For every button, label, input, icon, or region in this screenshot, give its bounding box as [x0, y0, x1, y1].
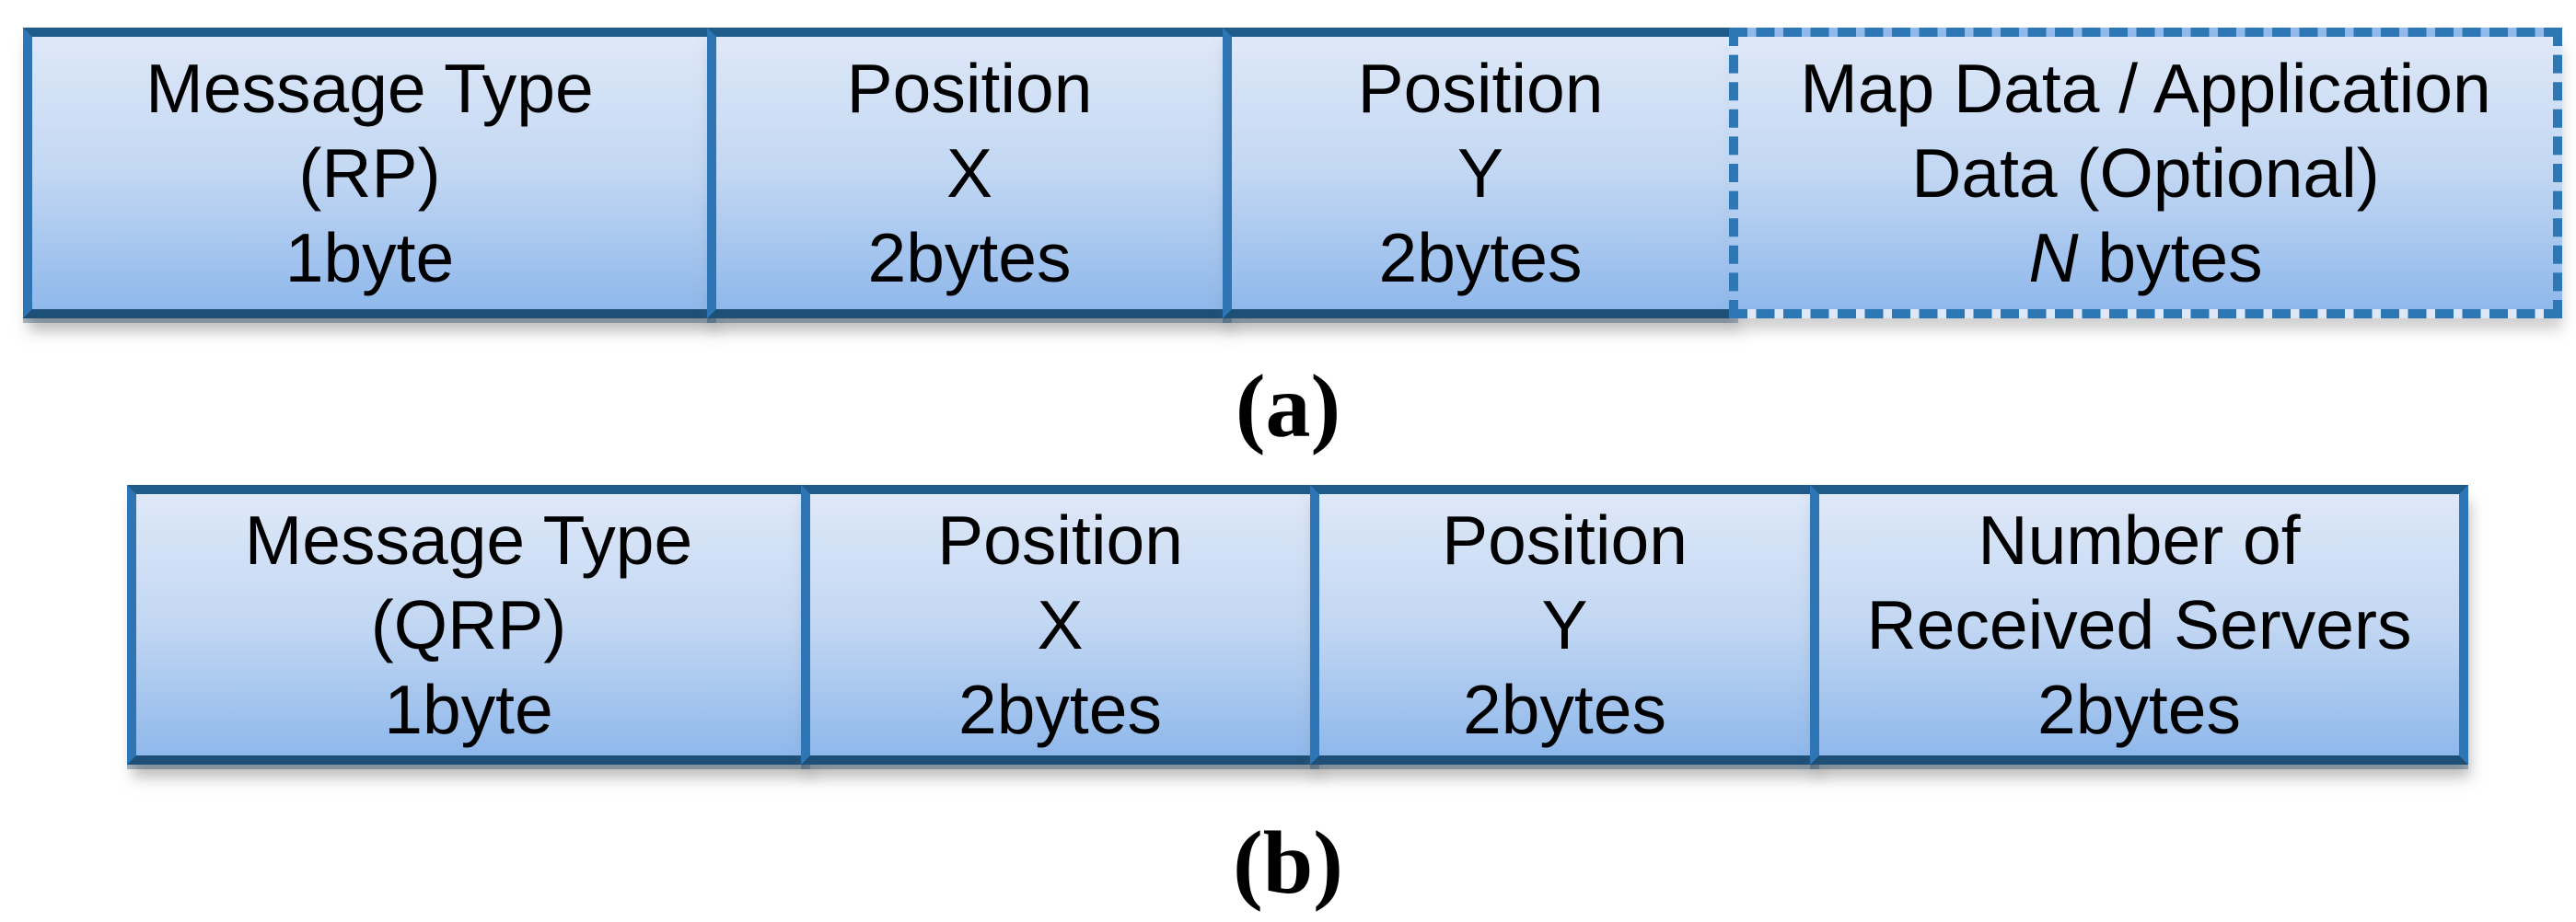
field-code-line: X	[1037, 586, 1084, 663]
field-size-line: 2bytes	[1378, 219, 1583, 296]
subfigure-label-b: (b)	[1233, 813, 1343, 913]
field-cell-number-received-servers: Number of Received Servers 2bytes	[1810, 485, 2468, 765]
subfigure-label-a: (a)	[1235, 357, 1341, 456]
packet-diagram-qrp: Message Type (QRP) 1byte Position X 2byt…	[127, 485, 2468, 765]
field-title-line: Number of	[1978, 501, 2301, 579]
field-title-line: Message Type	[244, 501, 693, 579]
field-title-line: Data (Optional)	[1911, 134, 2380, 212]
field-title-line: Position	[1442, 501, 1688, 579]
n-bytes-variable: N	[2028, 219, 2079, 296]
field-title-line: Position	[937, 501, 1183, 579]
field-size-text: bytes	[2078, 219, 2263, 296]
field-size-line: 2bytes	[867, 219, 1072, 296]
field-code-line: (RP)	[298, 134, 441, 212]
field-title-line: Map Data / Application	[1800, 50, 2491, 127]
field-cell-message-type-rp: Message Type (RP) 1byte	[23, 28, 716, 318]
field-size-line: 1byte	[284, 219, 455, 296]
field-size-line: 2bytes	[2037, 671, 2241, 748]
field-size-line: 2bytes	[958, 671, 1162, 748]
field-cell-position-x: Position X 2bytes	[707, 28, 1232, 318]
field-cell-position-y: Position Y 2bytes	[1310, 485, 1819, 765]
field-cell-map-data-optional: Map Data / Application Data (Optional) N…	[1729, 28, 2562, 318]
field-title-line: Received Servers	[1866, 586, 2412, 663]
field-size-line: 1byte	[384, 671, 553, 748]
field-size-line: N bytes	[2028, 215, 2262, 300]
field-title-line: Message Type	[145, 50, 594, 127]
field-cell-message-type-qrp: Message Type (QRP) 1byte	[127, 485, 810, 765]
field-title-line: Position	[1357, 50, 1604, 127]
field-code-line: Y	[1541, 586, 1588, 663]
field-code-line: X	[946, 134, 993, 212]
field-code-line: (QRP)	[370, 586, 567, 663]
field-cell-position-x: Position X 2bytes	[801, 485, 1319, 765]
field-code-line: Y	[1456, 134, 1504, 212]
field-title-line: Position	[846, 50, 1093, 127]
packet-diagram-rp: Message Type (RP) 1byte Position X 2byte…	[23, 28, 2562, 318]
field-cell-position-y: Position Y 2bytes	[1223, 28, 1738, 318]
field-size-line: 2bytes	[1463, 671, 1666, 748]
